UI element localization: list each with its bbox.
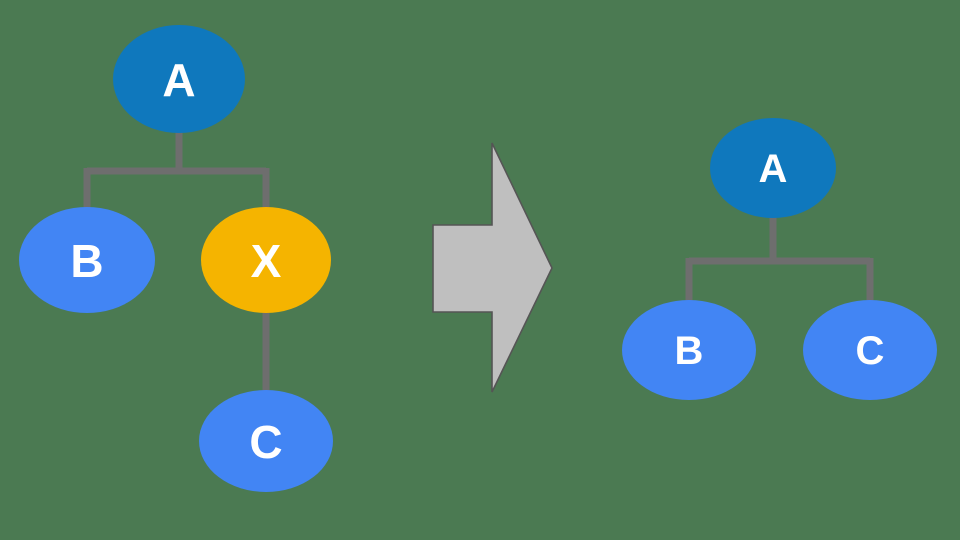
node-x-before-label: X	[251, 235, 282, 287]
node-b-before-shape	[19, 207, 155, 313]
node-a-before-shape	[113, 25, 245, 133]
node-c-after-shape	[803, 300, 937, 400]
transformation-arrow	[432, 142, 553, 393]
node-x-before-shape	[201, 207, 331, 313]
node-a-before[interactable]: A	[113, 25, 245, 133]
node-c-before-shape	[199, 390, 333, 492]
node-c-before-label: C	[249, 416, 282, 468]
node-a-before-label: A	[162, 54, 195, 106]
node-a-after-shape	[710, 118, 836, 218]
node-b-after-shape	[622, 300, 756, 400]
before-tree-edges	[83, 125, 270, 398]
node-a-after-label: A	[759, 147, 788, 191]
node-x-before[interactable]: X	[201, 207, 331, 313]
node-c-after-label: C	[856, 329, 885, 373]
before-tree: A B X C	[19, 25, 333, 492]
after-tree: A B C	[622, 118, 937, 400]
node-a-after[interactable]: A	[710, 118, 836, 218]
node-b-after-label: B	[675, 329, 704, 373]
right-arrow-icon	[432, 142, 553, 393]
node-b-before[interactable]: B	[19, 207, 155, 313]
node-b-before-label: B	[70, 235, 103, 287]
after-tree-edges	[685, 211, 874, 303]
node-c-after[interactable]: C	[803, 300, 937, 400]
node-c-before[interactable]: C	[199, 390, 333, 492]
node-b-after[interactable]: B	[622, 300, 756, 400]
